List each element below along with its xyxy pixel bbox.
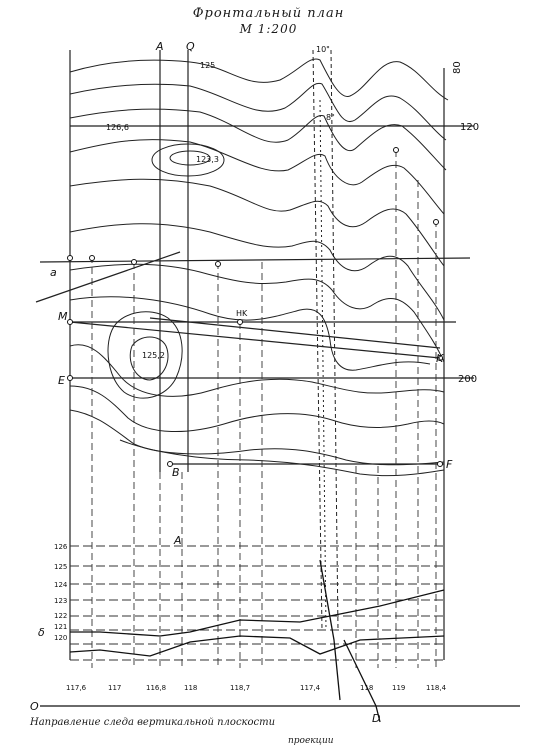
marker-point [89,255,95,261]
label-a-left: a [50,266,57,279]
profile-label: 121 [54,623,67,631]
contour-line [69,58,449,101]
drawing-title: Фронтальный план [192,6,345,21]
profile-label: 126 [54,543,68,551]
contour-line [69,223,445,321]
bottom-tick-label: 118,7 [230,684,250,692]
label-125: 125 [200,61,215,70]
caption-direction: Направление следа вертикальной плоскости [30,717,276,728]
marker-point [393,147,399,153]
profile-ground [343,639,381,723]
bottom-tick-label: 119 [392,684,405,692]
valley-line [319,99,327,631]
valley-line [312,49,323,631]
marker-point [67,255,73,261]
profile-ground [70,589,445,637]
label-126-6: 126,6 [106,123,129,132]
closed-contour [169,150,211,166]
bottom-tick-label: 118 [184,684,197,692]
label-o: O [30,700,39,713]
marker-point [237,319,243,325]
label-q-top: Q [186,40,195,53]
label-a-profile: A [173,534,182,547]
section-line-k [149,317,441,349]
contour-line [69,409,445,466]
marker-point [215,261,221,267]
label-125-2: 125,2 [142,351,165,360]
label-delta: δ [38,626,45,639]
bottom-tick-label: 117,4 [300,684,321,692]
bottom-tick-label: 118,4 [426,684,447,692]
marker-point [67,319,73,325]
section-line-a [39,257,471,263]
label-a-top: A [155,40,164,53]
drawing-scale: М 1:200 [239,22,298,36]
marker-point [433,219,439,225]
bottom-tick-label: 117,6 [66,684,87,692]
contour-line [69,263,445,363]
closed-contour [129,336,169,381]
bottom-tick-label: 118 [360,684,373,692]
profile-label: 120 [54,634,67,642]
label-m-left: M [58,310,68,323]
label-e-left: E [58,374,65,387]
contour-line [119,439,445,477]
caption-projection: проекции [288,736,334,746]
valley-line [330,49,339,631]
label-f: F [446,458,453,471]
contour-line [69,385,445,433]
bottom-tick-label: 117 [108,684,121,692]
profile-label: 124 [54,581,68,589]
marker-point [67,375,73,381]
contour-line [69,108,447,171]
profile-label: 125 [54,563,67,571]
label-b: B [172,466,180,479]
contour-line [69,139,445,215]
profile-label: 122 [54,612,67,620]
contour-line [69,344,445,397]
profile-ground [69,635,445,657]
marker-point [131,259,137,265]
label-k: K [436,352,444,365]
label-80: 80 [452,61,463,74]
section-line-diag [35,251,181,303]
profile-label: 123 [54,597,67,605]
profile-ground [319,559,341,701]
bottom-tick-label: 116,8 [146,684,166,692]
contour-line [69,82,447,141]
marker-point [437,355,443,361]
label-hk: HK [236,309,248,318]
contour-line [69,178,445,267]
label-120: 120 [460,122,479,133]
marker-point [167,461,173,467]
label-10: 10" [316,45,330,54]
section-line-mk [69,321,441,359]
marker-point [437,461,443,467]
contour-line [69,296,431,371]
label-123-3: 123,3 [196,155,219,164]
label-d: D [372,712,380,725]
label-8: 8" [326,113,335,122]
label-200: 200 [458,374,477,385]
